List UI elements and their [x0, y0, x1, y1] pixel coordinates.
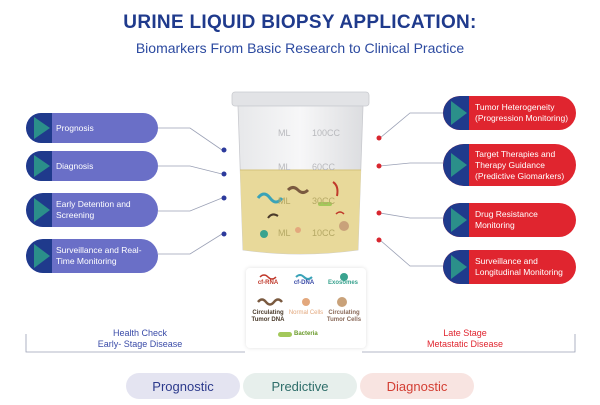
legend-normal-cells: Normal Cells — [288, 310, 324, 316]
pill-label: Drug Resistance Monitoring — [475, 209, 538, 230]
legend-exosomes: Exosomes — [327, 280, 358, 286]
diagram-subtitle: Biomarkers From Basic Research to Clinic… — [135, 40, 465, 56]
pill-label: Prognosis — [56, 122, 94, 133]
specimen-cup-illustration — [231, 91, 370, 255]
predictive-button[interactable]: Predictive — [243, 373, 357, 399]
pill-accent-icon — [443, 144, 469, 186]
pill-early-detection: Early Detention and Screening — [26, 193, 158, 227]
pill-label: Target Therapies and Therapy Guidance (P… — [475, 148, 565, 181]
pill-diagnosis: Diagnosis — [26, 151, 158, 181]
pill-accent-icon — [443, 203, 469, 237]
pill-accent-icon — [26, 239, 52, 273]
pill-target-therapies: Target Therapies and Therapy Guidance (P… — [443, 144, 576, 186]
pill-label: Surveillance and Longitudinal Monitoring — [475, 256, 563, 277]
cup-mark: 60CC — [312, 162, 336, 172]
legend-cf-dna: cf-DNA — [293, 280, 315, 286]
pill-label: Diagnosis — [56, 160, 94, 171]
legend-ctdna: Circulating Tumor DNA — [251, 310, 285, 323]
cup-mark: ML — [278, 228, 291, 238]
pill-label: Surveillance and Real-Time Monitoring — [56, 245, 142, 266]
cup-measure-marks: ML 100CC ML 60CC ML 30CC ML 10CC — [240, 102, 370, 252]
diagnostic-button[interactable]: Diagnostic — [360, 373, 474, 399]
pill-label: Tumor Heterogeneity (Progression Monitor… — [475, 102, 569, 123]
stage-right-line1: Late Stage — [443, 328, 487, 338]
bacteria-icon — [278, 332, 292, 337]
cup-mark: ML — [278, 162, 291, 172]
stage-left: Health Check Early- Stage Disease — [70, 328, 210, 350]
pill-accent-icon — [26, 151, 52, 181]
legend-glyphs — [257, 273, 348, 307]
stage-left-line2: Early- Stage Disease — [97, 339, 183, 349]
pill-label: Early Detention and Screening — [56, 199, 131, 220]
pill-accent-icon — [26, 113, 52, 143]
cup-mark: ML — [278, 196, 291, 206]
cup-mark: 30CC — [312, 196, 336, 206]
pill-tumor-heterogeneity: Tumor Heterogeneity (Progression Monitor… — [443, 96, 576, 130]
biomarker-legend: cf-RNA cf-DNA Exosomes Circulating Tumor… — [246, 268, 366, 348]
stage-right-line2: Metastatic Disease — [426, 339, 504, 349]
pill-drug-resistance: Drug Resistance Monitoring — [443, 203, 576, 237]
pill-accent-icon — [26, 193, 52, 227]
diagram-title: URINE LIQUID BIOPSY APPLICATION: — [123, 12, 477, 33]
cup-mark: 100CC — [312, 128, 341, 138]
stage-right: Late Stage Metastatic Disease — [395, 328, 535, 350]
prognostic-button[interactable]: Prognostic — [126, 373, 240, 399]
pill-longitudinal: Surveillance and Longitudinal Monitoring — [443, 250, 576, 284]
stage-left-line1: Health Check — [112, 328, 168, 338]
pill-accent-icon — [443, 96, 469, 130]
pill-prognosis: Prognosis — [26, 113, 158, 143]
legend-ctc: Circulating Tumor Cells — [326, 310, 362, 323]
pill-accent-icon — [443, 250, 469, 284]
cup-mark: ML — [278, 128, 291, 138]
cup-mark: 10CC — [312, 228, 336, 238]
legend-cf-rna: cf-RNA — [257, 280, 279, 286]
pill-surveillance: Surveillance and Real-Time Monitoring — [26, 239, 158, 273]
legend-bacteria: Bacteria — [294, 331, 318, 337]
